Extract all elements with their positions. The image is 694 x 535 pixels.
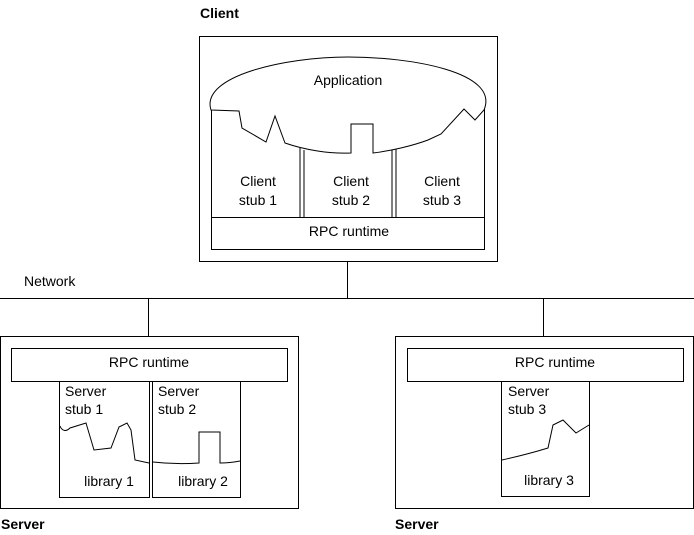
server2-title: Server [395,516,439,532]
server1-stub2-box [152,381,241,498]
server1-stub1-label-line2: stub 1 [65,401,103,417]
client-stub3-label-line2: stub 3 [423,192,461,208]
client-stub2-label-line2: stub 2 [332,192,370,208]
client-stub1-label-line2: stub 1 [239,192,277,208]
server2-runtime-label: RPC runtime [515,354,595,370]
client-stub3-label-line1: Client [424,173,460,189]
server1-library1-label: library 1 [84,473,134,489]
server1-stub2-label-line1: Server [158,383,200,399]
server1-library2-label: library 2 [178,473,228,489]
client-stub2-label-line1: Client [333,173,369,189]
server1-stub2-label-line2: stub 2 [158,401,196,417]
application-label: Application [314,72,383,88]
client-runtime-label: RPC runtime [309,223,389,239]
network-label: Network [24,273,76,289]
server2-stub3-box [501,381,590,497]
server1-stub1-connector [59,422,150,464]
server1-stub2-connector [152,431,241,465]
client-stub1-label-line1: Client [240,173,276,189]
client-box [199,36,498,262]
server1-stub1-label-line1: Server [65,383,107,399]
server2-stub3-label-line2: stub 3 [508,401,546,417]
application-shape [209,56,487,154]
server1-title: Server [1,516,45,532]
client-runtime-box [211,217,485,250]
server2-stub3-label-line1: Server [508,383,550,399]
server1-box [0,336,299,509]
server2-stub3-connector [501,419,590,461]
server1-stub1-box [59,381,150,498]
server2-library3-label: library 3 [524,472,574,488]
client-title: Client [200,5,239,21]
server1-runtime-label: RPC runtime [109,354,189,370]
